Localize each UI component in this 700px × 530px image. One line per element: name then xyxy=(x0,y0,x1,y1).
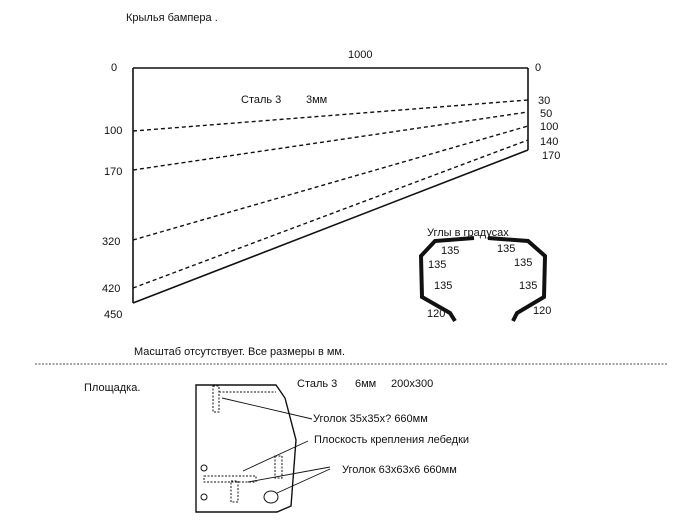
angle-right-1: 135 xyxy=(497,243,515,255)
callout-plane: Плоскость крепления лебедки xyxy=(314,434,469,446)
callout-leaders xyxy=(221,397,331,494)
leader-angle-small xyxy=(221,397,313,420)
platform-thickness-label: 6мм xyxy=(355,378,376,390)
angle-large-horizontal xyxy=(203,475,257,483)
wing-outline xyxy=(132,67,529,304)
platform-plate xyxy=(195,384,297,513)
right-dim-0: 0 xyxy=(535,62,541,74)
right-dim-100: 100 xyxy=(540,121,558,133)
angle-large-vertical-right xyxy=(274,455,283,479)
mounting-hole-2 xyxy=(200,493,208,501)
bend-lines xyxy=(132,99,529,289)
bend-line-3 xyxy=(132,125,529,241)
bumper-wings-title: Крылья бампера . xyxy=(126,12,218,24)
leader-angle-large-2 xyxy=(276,468,331,494)
angle-right-4: 120 xyxy=(533,305,551,317)
scale-note: Масштаб отсутствует. Все размеры в мм. xyxy=(134,346,345,358)
profile-left xyxy=(418,236,475,323)
platform-title: Площадка. xyxy=(84,382,140,394)
profile-right xyxy=(487,236,548,322)
leader-plane xyxy=(242,440,309,472)
right-dim-140: 140 xyxy=(540,136,558,148)
large-hole xyxy=(263,490,279,504)
top-material-label: Сталь 3 xyxy=(241,94,281,106)
angles-title: Углы в градусах xyxy=(427,227,509,239)
platform-material-label: Сталь 3 xyxy=(297,378,337,390)
platform-size-label: 200x300 xyxy=(391,378,433,390)
left-dim-450: 450 xyxy=(104,309,122,321)
top-width-dimension: 1000 xyxy=(348,49,372,61)
angle-small-left-piece xyxy=(212,385,220,413)
left-dim-170: 170 xyxy=(104,166,122,178)
left-dim-320: 320 xyxy=(102,236,120,248)
right-dim-170: 170 xyxy=(542,150,560,162)
profile-sections xyxy=(418,236,548,323)
angle-left-2: 135 xyxy=(428,259,446,271)
top-thickness-label: 3мм xyxy=(306,94,327,106)
angle-right-3: 135 xyxy=(519,280,537,292)
platform-holes xyxy=(200,464,279,504)
leader-angle-large-1 xyxy=(247,466,331,483)
profile-angle-labels: 135 135 135 120 135 135 135 120 xyxy=(427,243,551,320)
angle-left-3: 135 xyxy=(434,280,452,292)
mounting-hole-1 xyxy=(200,464,208,472)
right-dim-50: 50 xyxy=(540,108,552,120)
platform-angles xyxy=(203,385,283,503)
left-dim-100: 100 xyxy=(104,125,122,137)
angle-left-1: 135 xyxy=(441,245,459,257)
left-dim-420: 420 xyxy=(102,283,120,295)
angle-right-2: 135 xyxy=(514,257,532,269)
bend-line-2 xyxy=(132,111,529,171)
wing-bottom-edge xyxy=(132,149,529,304)
left-dim-0: 0 xyxy=(111,62,117,74)
angle-large-vertical-left xyxy=(230,480,239,503)
left-dimensions: 0 100 170 320 420 450 xyxy=(102,62,122,321)
callout-angle-large: Уголок 63х63х6 660мм xyxy=(342,464,457,476)
right-dimensions: 0 30 50 100 140 170 xyxy=(535,62,560,162)
bend-line-1 xyxy=(132,99,529,132)
right-dim-30: 30 xyxy=(538,95,550,107)
angle-left-4: 120 xyxy=(427,308,445,320)
callout-angle-small: Уголок 35х35х? 660мм xyxy=(313,413,428,425)
bend-line-4 xyxy=(132,139,529,289)
